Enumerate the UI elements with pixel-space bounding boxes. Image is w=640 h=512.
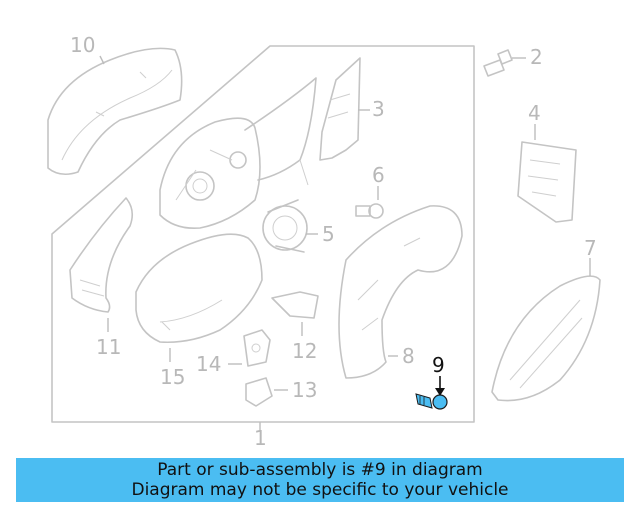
part-5-motor[interactable] [262,199,308,253]
label-1: 1 [254,426,267,450]
label-12: 12 [292,339,317,363]
part-14-bracket[interactable] [243,329,271,367]
label-7: 7 [584,236,597,260]
label-14: 14 [196,352,221,376]
parts-diagram: 1 2 3 4 5 6 7 8 9 10 11 12 13 14 15 [47,33,601,450]
label-5: 5 [322,222,335,246]
part-2-screw[interactable] [483,49,513,77]
mirror-housing-bracket [159,77,317,230]
label-6: 6 [372,163,385,187]
part-10-mirror-cap[interactable] [47,47,183,176]
part-9-screw-highlighted[interactable] [415,376,448,410]
label-2: 2 [530,45,543,69]
label-3: 3 [372,97,385,121]
part-12-clip[interactable] [271,291,319,319]
label-4: 4 [528,101,541,125]
part-15-lower-cover[interactable] [135,233,263,344]
info-banner: Part or sub-assembly is #9 in diagram Di… [16,458,624,502]
part-11-turn-signal[interactable] [69,197,134,313]
label-13: 13 [292,378,317,402]
label-8: 8 [402,344,415,368]
label-11: 11 [96,335,121,359]
part-13-sensor[interactable] [245,377,273,407]
label-15: 15 [160,365,185,389]
part-3-cover[interactable] [319,57,361,161]
label-9: 9 [432,353,445,377]
assembly-outline [51,45,475,423]
label-10: 10 [70,33,95,57]
banner-line-2: Diagram may not be specific to your vehi… [131,480,509,500]
part-4-connector[interactable] [517,141,577,223]
part-8-holder[interactable] [338,205,463,379]
banner-line-1: Part or sub-assembly is #9 in diagram [157,460,483,480]
part-7-mirror-glass[interactable] [491,275,601,402]
part-6-bolt[interactable] [355,203,384,219]
